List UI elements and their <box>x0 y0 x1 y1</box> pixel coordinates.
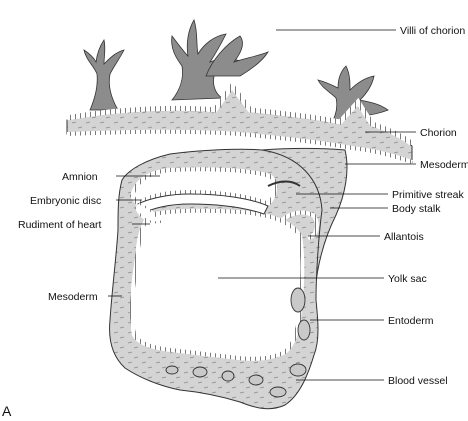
label-villi-of-chorion: Villi of chorion <box>400 25 465 37</box>
label-allantois: Allantois <box>384 231 424 243</box>
blood-vessels <box>165 287 311 398</box>
allantois <box>280 210 319 240</box>
label-chorion: Chorion <box>420 127 457 139</box>
label-embryonic-disc: Embryonic disc <box>30 195 101 207</box>
label-yolk-sac: Yolk sac <box>388 273 427 285</box>
label-rudiment-of-heart: Rudiment of heart <box>18 219 102 231</box>
leader-lines <box>108 29 416 381</box>
label-body-stalk: Body stalk <box>392 203 441 215</box>
rudiment-of-heart <box>134 202 162 224</box>
label-blood-vessel: Blood vessel <box>388 375 448 387</box>
yolk-sac-cavity <box>129 208 305 361</box>
chorion-inner-epithelium <box>66 129 413 164</box>
villi-of-chorion <box>83 19 389 129</box>
chorion-epithelium <box>66 81 414 146</box>
label-amnion: Amnion <box>62 171 98 183</box>
primitive-streak <box>267 180 301 187</box>
label-entoderm: Entoderm <box>388 315 434 327</box>
label-mesoderm-right: Mesoderm <box>420 159 468 171</box>
embryonic-disc <box>137 193 269 215</box>
label-primitive-streak: Primitive streak <box>392 189 465 201</box>
panel-letter: A <box>2 403 12 419</box>
label-mesoderm-left: Mesoderm <box>48 291 98 303</box>
amnion <box>129 167 277 207</box>
